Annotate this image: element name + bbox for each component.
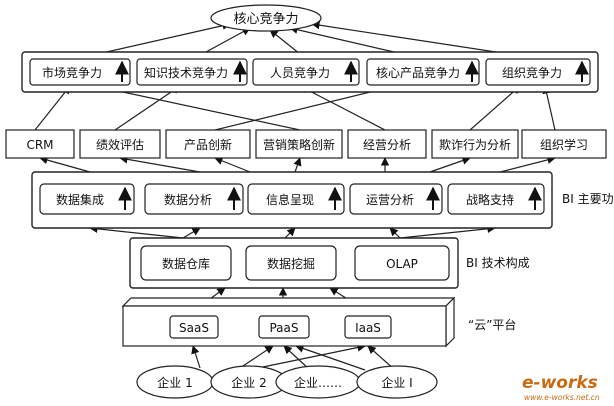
bi-operations-analysis: 运营分析: [349, 183, 443, 215]
app-crm: CRM: [5, 129, 75, 159]
bi-data-integration: 数据集成: [39, 183, 135, 215]
competency-label: 人员竞争力: [270, 66, 330, 80]
app-label: 绩效评估: [96, 137, 144, 152]
bi-function-label: 数据集成: [56, 192, 104, 207]
app-label: CRM: [26, 138, 53, 152]
app-performance-eval: 绩效评估: [79, 129, 161, 159]
competency-label: 知识技术竞争力: [144, 66, 228, 80]
bi-functions-side-label: BI 主要功能: [562, 192, 614, 206]
cloud-service-label: PaaS: [269, 321, 298, 335]
competency-group: 市场竞争力 知识技术竞争力 人员竞争力 核心产品竞争力 组织竞争力: [21, 51, 599, 93]
bi-function-label: 运营分析: [366, 193, 414, 207]
app-org-learning: 组织学习: [521, 129, 607, 159]
tech-data-mining: 数据挖掘: [245, 245, 337, 281]
enterprise-label: 企业 1: [157, 375, 192, 390]
cloud-service-label: IaaS: [355, 321, 381, 335]
competency-core-product: 核心产品竞争力: [366, 58, 480, 86]
application-row: CRM 绩效评估 产品创新 营销策略创新 经营分析 欺诈行为分析 组织学习: [5, 129, 607, 159]
enterprise-1: 企业 1: [136, 365, 214, 399]
app-label: 经营分析: [363, 138, 411, 152]
competency-personnel: 人员竞争力: [252, 58, 360, 86]
enterprise-label: 企业 I: [381, 375, 412, 390]
e-works-watermark-logo: e-works www.e-works.net.cn: [522, 373, 600, 402]
core-competence-node: 核心竞争力: [210, 4, 322, 32]
app-fraud-analysis: 欺诈行为分析: [431, 129, 519, 159]
app-marketing-innovation: 营销策略创新: [255, 129, 343, 159]
bi-functions-group: 数据集成 数据分析 信息呈现 运营分析 战略支持: [31, 171, 553, 229]
bi-tech-side-label: BI 技术构成: [466, 255, 530, 270]
core-competence-label: 核心竞争力: [233, 11, 298, 27]
app-business-analysis: 经营分析: [347, 129, 427, 159]
app-label: 营销策略创新: [263, 137, 335, 152]
cloud-platform: SaaS PaaS IaaS: [121, 296, 456, 348]
cloud-iaas: IaaS: [344, 315, 392, 339]
app-label: 欺诈行为分析: [439, 138, 511, 152]
tech-label: 数据仓库: [162, 256, 210, 271]
tech-olap: OLAP: [354, 245, 450, 281]
cloud-paas: PaaS: [258, 315, 310, 339]
watermark-brand: e-works: [522, 373, 598, 393]
competency-label: 核心产品竞争力: [376, 66, 460, 80]
cloud-side-label: “云”平台: [468, 317, 516, 332]
bi-data-analysis: 数据分析: [144, 183, 244, 215]
app-product-innovation: 产品创新: [165, 129, 251, 159]
bi-tech-group: 数据仓库 数据挖掘 OLAP: [129, 237, 459, 289]
enterprise-2: 企业 2: [210, 365, 288, 399]
enterprise-label: 企业……: [294, 375, 342, 390]
app-label: 组织学习: [540, 137, 588, 152]
tech-label: 数据挖掘: [267, 256, 315, 271]
bi-function-label: 信息呈现: [266, 192, 314, 207]
bi-function-label: 数据分析: [164, 192, 212, 207]
tech-data-warehouse: 数据仓库: [140, 245, 232, 281]
enterprise-label: 企业 2: [231, 375, 266, 390]
cloud-service-label: SaaS: [179, 321, 209, 335]
bi-strategy-support: 战略支持: [447, 183, 545, 215]
competency-label: 组织竞争力: [502, 66, 562, 80]
bi-info-presentation: 信息呈现: [247, 183, 345, 215]
bi-function-label: 战略支持: [466, 192, 514, 207]
cloud-saas: SaaS: [169, 315, 219, 339]
competency-knowledge-tech: 知识技术竞争力: [136, 58, 248, 86]
enterprise-row: 企业 1 企业 2 企业…… 企业 I: [136, 365, 438, 399]
competency-label: 市场竞争力: [42, 65, 102, 80]
competency-organization: 组织竞争力: [485, 58, 591, 86]
watermark-tagline: www.e-works.net.cn: [524, 393, 600, 402]
app-label: 产品创新: [184, 137, 232, 152]
tech-label: OLAP: [386, 257, 418, 271]
enterprise-ellipsis: 企业……: [275, 365, 361, 399]
enterprise-i: 企业 I: [356, 365, 438, 399]
competency-market: 市场竞争力: [29, 58, 131, 86]
